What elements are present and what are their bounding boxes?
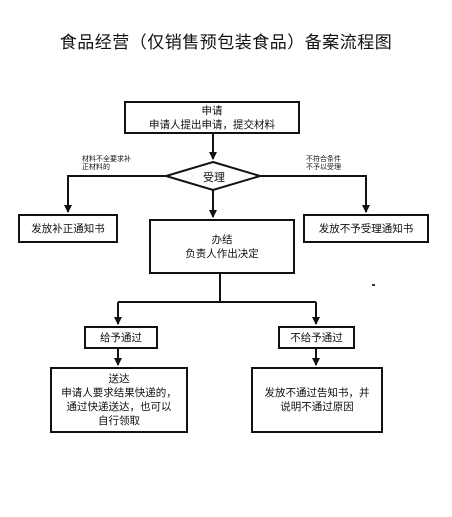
reject-accept-notice-box: 发放不予受理通知书 xyxy=(303,214,429,243)
supplement-notice-box: 发放补正通知书 xyxy=(18,214,118,243)
apply-box: 申请 申请人提出申请，提交材料 xyxy=(124,101,300,134)
process-title: 办结 xyxy=(211,233,233,246)
process-desc: 负责人作出决定 xyxy=(185,247,259,260)
connector-accept-reject xyxy=(260,175,370,213)
deny-notice-box: 发放不通过告知书，并 说明不通过原因 xyxy=(251,367,383,433)
deny-box: 不给予通过 xyxy=(278,326,355,349)
page-title: 食品经营（仅销售预包装食品）备案流程图 xyxy=(59,33,393,53)
process-box: 办结 负责人作出决定 xyxy=(149,219,295,274)
apply-title: 申请 xyxy=(201,104,223,117)
note-incomplete: 材料不全要求补 正材料的 xyxy=(82,155,131,171)
approve-box: 给予通过 xyxy=(84,326,158,349)
note-not-eligible: 不符合条件 不予以受理 xyxy=(306,155,341,171)
apply-desc: 申请人提出申请，提交材料 xyxy=(149,118,275,131)
connector-accept-supplement xyxy=(64,175,166,213)
stray-mark xyxy=(372,284,375,286)
deliver-box: 送达 申请人要求结果快递的， 通过快递送达，也可以 自行领取 xyxy=(50,367,188,433)
accept-label: 受理 xyxy=(203,171,225,184)
